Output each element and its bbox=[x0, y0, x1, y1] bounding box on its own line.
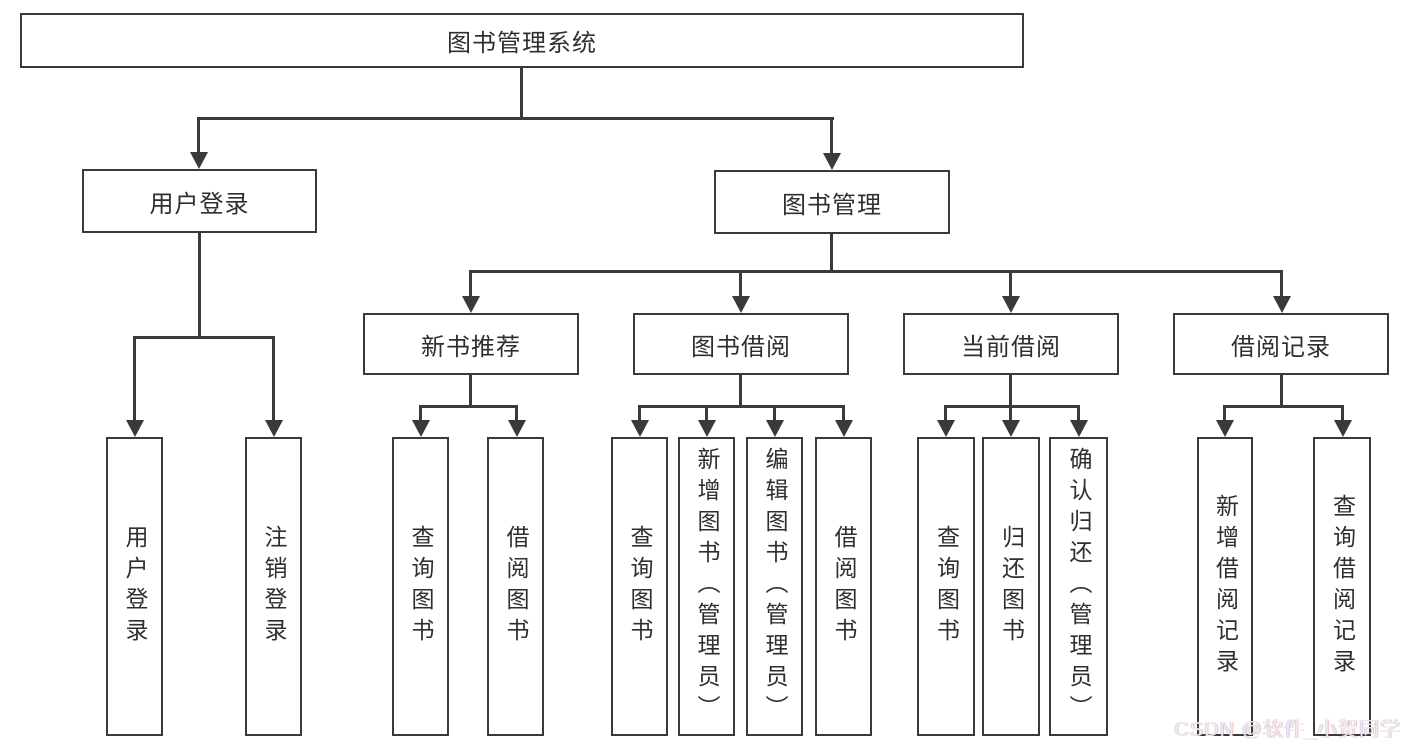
leaf-user-login: 用户登录 bbox=[106, 437, 163, 736]
leaf-query-borrow-record: 查询借阅记录 bbox=[1313, 437, 1371, 736]
leaf-label: 注销登录 bbox=[261, 524, 287, 649]
leaf-label: 查询图书 bbox=[933, 524, 960, 649]
arrow-down-icon bbox=[697, 420, 716, 437]
connector-line bbox=[773, 405, 776, 422]
leaf-label: 借阅图书 bbox=[831, 524, 857, 649]
connector-line bbox=[1280, 270, 1283, 298]
connector-line bbox=[419, 405, 422, 422]
arrow-down-icon bbox=[1001, 420, 1020, 437]
leaf-confirm-return-admin: 确认归还（管理员） bbox=[1049, 437, 1108, 736]
leaf-borrow-books: 借阅图书 bbox=[487, 437, 544, 736]
connector-line bbox=[469, 375, 472, 408]
leaf-label: 查询借阅记录 bbox=[1329, 493, 1356, 680]
node-label: 用户登录 bbox=[149, 190, 250, 218]
leaf-return-books: 归还图书 bbox=[982, 437, 1040, 736]
arrow-down-icon bbox=[264, 420, 283, 437]
leaf-query-books: 查询图书 bbox=[917, 437, 975, 736]
arrow-down-icon bbox=[765, 420, 784, 437]
arrow-down-icon bbox=[1215, 420, 1234, 437]
leaf-query-books: 查询图书 bbox=[392, 437, 449, 736]
connector-line bbox=[520, 68, 523, 119]
node-label: 新书推荐 bbox=[421, 333, 521, 361]
leaf-label: 查询图书 bbox=[627, 524, 653, 649]
connector-line bbox=[133, 336, 136, 422]
leaf-label: 用户登录 bbox=[122, 524, 148, 649]
connector-line bbox=[842, 405, 845, 422]
node-current-borrowing: 当前借阅 bbox=[903, 313, 1119, 375]
arrow-down-icon bbox=[731, 296, 750, 313]
connector-line bbox=[197, 117, 200, 155]
connector-line bbox=[1280, 375, 1283, 408]
leaf-label: 归还图书 bbox=[998, 524, 1025, 649]
connector-line bbox=[739, 270, 742, 298]
arrow-down-icon bbox=[1001, 296, 1020, 313]
connector-line bbox=[944, 405, 1080, 408]
connector-line bbox=[638, 405, 641, 422]
leaf-label: 借阅图书 bbox=[503, 524, 529, 649]
connector-line bbox=[1223, 405, 1226, 422]
leaf-label: 确认归还（管理员） bbox=[1066, 447, 1092, 726]
connector-line bbox=[944, 405, 947, 422]
connector-line bbox=[1223, 405, 1344, 408]
connector-line bbox=[419, 405, 518, 408]
node-user-login: 用户登录 bbox=[82, 169, 317, 233]
arrow-down-icon bbox=[461, 296, 480, 313]
arrow-down-icon bbox=[1069, 420, 1088, 437]
node-label: 图书借阅 bbox=[691, 333, 791, 361]
leaf-query-books: 查询图书 bbox=[611, 437, 668, 736]
arrow-down-icon bbox=[411, 420, 430, 437]
connector-line bbox=[469, 270, 472, 298]
leaf-borrow-books: 借阅图书 bbox=[815, 437, 872, 736]
leaf-label: 新增借阅记录 bbox=[1212, 493, 1239, 680]
connector-line bbox=[830, 234, 833, 273]
connector-line bbox=[133, 336, 275, 339]
node-label: 当前借阅 bbox=[961, 333, 1061, 361]
connector-line bbox=[197, 117, 834, 120]
node-root: 图书管理系统 bbox=[20, 13, 1024, 68]
connector-line bbox=[1341, 405, 1344, 422]
leaf-label: 编辑图书（管理员） bbox=[762, 447, 788, 726]
node-new-book-recommend: 新书推荐 bbox=[363, 313, 579, 375]
node-label: 借阅记录 bbox=[1231, 333, 1331, 361]
csdn-watermark: CSDN @软件_小贺同学 bbox=[1174, 719, 1401, 741]
leaf-add-borrow-record: 新增借阅记录 bbox=[1197, 437, 1253, 736]
arrow-down-icon bbox=[822, 153, 841, 170]
arrow-down-icon bbox=[507, 420, 526, 437]
node-root-label: 图书管理系统 bbox=[447, 30, 597, 57]
connector-line bbox=[198, 233, 201, 339]
leaf-logout: 注销登录 bbox=[245, 437, 302, 736]
arrow-down-icon bbox=[125, 420, 144, 437]
connector-line bbox=[1077, 405, 1080, 422]
arrow-down-icon bbox=[189, 152, 208, 169]
node-book-management: 图书管理 bbox=[714, 170, 950, 234]
leaf-label: 查询图书 bbox=[408, 524, 434, 649]
connector-line bbox=[1009, 270, 1012, 298]
arrow-down-icon bbox=[834, 420, 853, 437]
connector-line bbox=[515, 405, 518, 422]
arrow-down-icon bbox=[1272, 296, 1291, 313]
connector-line bbox=[1009, 405, 1012, 422]
arrow-down-icon bbox=[936, 420, 955, 437]
leaf-label: 新增图书（管理员） bbox=[694, 447, 720, 726]
connector-line bbox=[705, 405, 708, 422]
connector-line bbox=[830, 117, 833, 155]
arrow-down-icon bbox=[1333, 420, 1352, 437]
connector-line bbox=[1009, 375, 1012, 408]
node-borrowing-records: 借阅记录 bbox=[1173, 313, 1389, 375]
connector-line bbox=[739, 375, 742, 408]
connector-line bbox=[272, 336, 275, 422]
leaf-edit-books-admin: 编辑图书（管理员） bbox=[746, 437, 803, 736]
leaf-add-books-admin: 新增图书（管理员） bbox=[678, 437, 735, 736]
node-label: 图书管理 bbox=[782, 191, 882, 219]
arrow-down-icon bbox=[630, 420, 649, 437]
connector-line bbox=[638, 405, 845, 408]
node-book-borrowing: 图书借阅 bbox=[633, 313, 849, 375]
connector-line bbox=[469, 270, 1283, 273]
